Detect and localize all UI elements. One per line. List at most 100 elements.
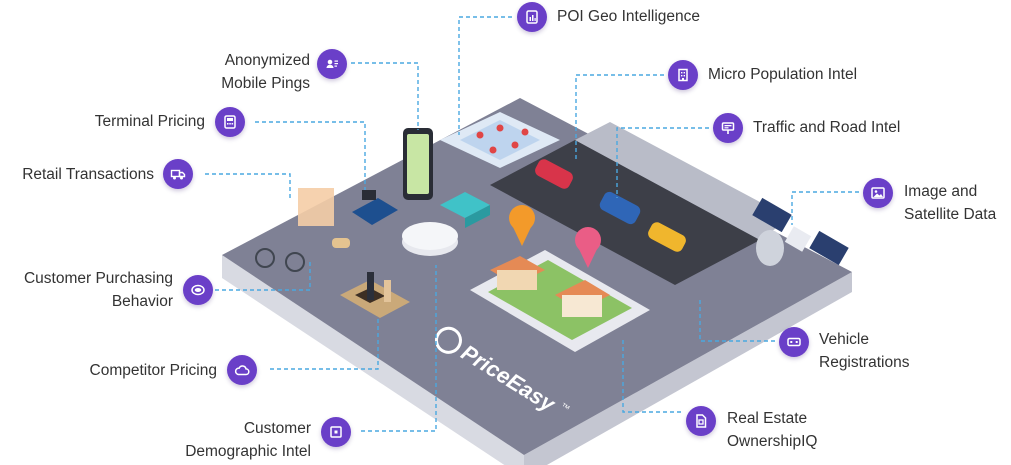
percent-pin-orange xyxy=(509,205,535,231)
connector-vehicle-registrations xyxy=(699,300,775,342)
smartphone-screen xyxy=(407,134,429,194)
brand-trademark: ™ xyxy=(559,401,572,414)
satellite-panel xyxy=(809,230,849,266)
car-red xyxy=(535,159,573,189)
contact-card-icon xyxy=(326,59,338,68)
map-pin xyxy=(511,141,519,149)
pos-terminal-icon xyxy=(224,115,236,129)
connector-micro-population xyxy=(575,74,664,160)
terminal-pricing-label-text: Terminal Pricing xyxy=(94,113,205,130)
micro-population-icon-badge xyxy=(668,60,698,90)
image-satellite-icon-badge xyxy=(863,178,893,208)
vehicle-registrations-label: Vehicle Registrations xyxy=(819,328,909,374)
car-yellow xyxy=(648,222,686,252)
traffic-road-label: Traffic and Road Intel xyxy=(753,116,900,139)
wallet-icon xyxy=(191,284,205,296)
brand-logo xyxy=(434,326,462,354)
poi-geo-label-text: POI Geo Intelligence xyxy=(557,8,701,25)
pie-chart-top xyxy=(402,222,458,250)
house-left-wall xyxy=(497,270,537,290)
anonymized-pings-label: Anonymized Mobile Pings xyxy=(221,49,310,95)
map-pin xyxy=(489,146,497,154)
map-roads xyxy=(460,120,540,160)
percent-pin-orange-tip xyxy=(512,225,532,246)
frame-icon xyxy=(330,426,342,438)
customer-purchasing-line2: Behavior xyxy=(111,293,173,310)
competitor-pricing-label-text: Competitor Pricing xyxy=(89,362,218,379)
competitor-pricing-label: Competitor Pricing xyxy=(90,359,218,382)
platform-left-side xyxy=(222,255,524,465)
chess-king xyxy=(367,272,374,300)
road-sign-icon xyxy=(721,122,735,134)
car-blue xyxy=(599,191,641,225)
platform-right-side xyxy=(524,272,852,465)
connector-real-estate xyxy=(622,340,681,413)
house-right-wall xyxy=(562,295,602,317)
bike-wheel xyxy=(255,248,275,268)
image-satellite-label: Image and Satellite Data xyxy=(904,180,996,226)
image-satellite-line2: Satellite Data xyxy=(904,206,997,223)
percent-pin-pink-tip xyxy=(578,247,598,268)
micro-population-label-text: Micro Population Intel xyxy=(708,66,858,83)
connectors xyxy=(205,16,859,432)
customer-demographic-label: Customer Demographic Intel xyxy=(185,417,311,463)
anonymized-pings-icon-badge xyxy=(317,49,347,79)
sidewalk xyxy=(575,122,790,240)
connector-customer-demographic xyxy=(361,265,437,432)
competitor-pricing-icon-badge xyxy=(227,355,257,385)
connector-traffic-road xyxy=(616,127,709,198)
satellite-body xyxy=(784,226,812,252)
satellite-panel xyxy=(752,197,792,233)
percent-pin-pink xyxy=(575,227,601,253)
map-pin xyxy=(521,128,529,136)
vehicle-registrations-line1: Vehicle xyxy=(819,331,869,348)
connector-customer-purchasing xyxy=(215,262,311,291)
connector-retail-transactions xyxy=(205,173,291,200)
customer-purchasing-label: Customer Purchasing Behavior xyxy=(24,267,173,313)
pos-terminal-screen xyxy=(362,190,376,200)
cloud-icon xyxy=(234,365,250,376)
satellite-dish xyxy=(756,230,784,266)
retail-transactions-label: Retail Transactions xyxy=(22,163,154,186)
map-pin xyxy=(496,124,504,132)
bar-chart-block-side xyxy=(465,205,490,228)
image-satellite-line1: Image and xyxy=(904,183,978,200)
customer-purchasing-line1: Customer Purchasing xyxy=(23,270,173,287)
image-icon xyxy=(871,187,885,199)
map-pin xyxy=(476,131,484,139)
traffic-road-icon-badge xyxy=(713,113,743,143)
connector-competitor-pricing xyxy=(270,318,379,370)
pos-terminal xyxy=(352,198,398,225)
vehicle-registrations-icon-badge xyxy=(779,327,809,357)
dog xyxy=(332,238,350,248)
chess-queen xyxy=(384,280,391,302)
retail-transactions-label-text: Retail Transactions xyxy=(22,166,154,183)
delivery-truck-icon xyxy=(170,169,186,180)
micro-population-label: Micro Population Intel xyxy=(708,63,857,86)
poi-geo-icon-badge xyxy=(517,2,547,32)
connector-poi-geo xyxy=(458,16,512,135)
document-icon xyxy=(696,414,707,428)
terminal-pricing-label: Terminal Pricing xyxy=(95,110,205,133)
customer-demographic-line2: Demographic Intel xyxy=(185,443,311,460)
anonymized-pings-line1: Anonymized xyxy=(224,52,310,69)
real-estate-line2: OwnershipIQ xyxy=(727,433,818,450)
poi-geo-label: POI Geo Intelligence xyxy=(557,5,700,28)
customer-demographic-line1: Customer xyxy=(243,420,311,437)
customer-purchasing-icon-badge xyxy=(183,275,213,305)
vehicle-registrations-line2: Registrations xyxy=(819,354,910,371)
real-estate-icon-badge xyxy=(686,406,716,436)
terminal-pricing-icon-badge xyxy=(215,107,245,137)
real-estate-line1: Real Estate xyxy=(727,410,808,427)
connector-anonymized-pings xyxy=(351,62,419,130)
real-estate-label: Real Estate OwnershipIQ xyxy=(727,407,817,453)
traffic-road-label-text: Traffic and Road Intel xyxy=(753,119,901,136)
customer-demographic-icon-badge xyxy=(321,417,351,447)
connector-terminal-pricing xyxy=(255,121,366,190)
license-plate-icon xyxy=(787,337,801,347)
retail-transactions-icon-badge xyxy=(163,159,193,189)
connector-image-satellite xyxy=(791,191,859,225)
bike-wheel xyxy=(285,252,305,272)
